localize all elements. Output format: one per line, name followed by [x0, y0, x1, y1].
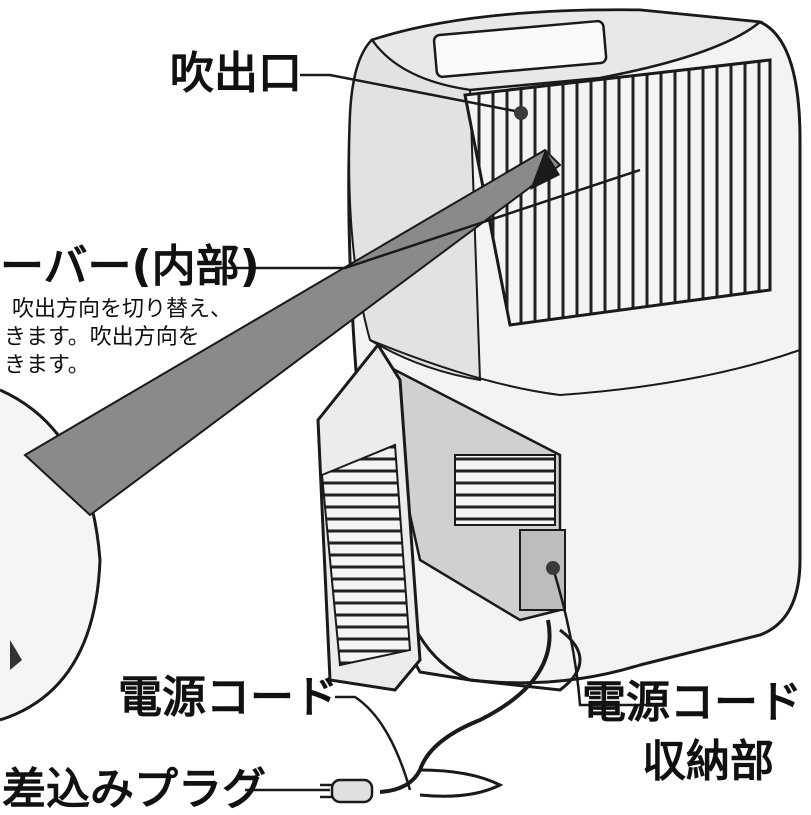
leader-cord-storage [551, 567, 650, 707]
louver-note-line2: きます。吹出方向を [4, 325, 200, 350]
louver-note-line1: 吹出方向を切り替え、 [12, 297, 233, 322]
outlet-marker [514, 106, 528, 120]
plug-label: 差込みプラグ [2, 764, 266, 815]
outlet-label: 吹出口 [170, 48, 302, 99]
lower-grille [454, 454, 556, 526]
outlet-grille [463, 58, 772, 327]
leader-power-cord [335, 695, 412, 791]
filter-cover-grille [320, 443, 412, 667]
cord-storage-marker [546, 561, 560, 575]
leader-louver [215, 168, 641, 270]
leader-outlet [300, 73, 521, 114]
plug-body [330, 778, 374, 804]
body-seam [369, 339, 801, 397]
handle-recess [432, 19, 608, 79]
power-cord [379, 619, 552, 794]
louver-marker [530, 150, 560, 190]
power-cord-loop [419, 768, 504, 798]
louver-note-line3: きます。 [4, 353, 90, 378]
cord-storage-label-line2: 収納部 [642, 736, 774, 787]
louver-label: ーバー(内部) [0, 241, 260, 292]
power-cord-label: 電源コード [118, 672, 338, 723]
zoom-arrow-right [10, 640, 22, 670]
cord-storage-label-line1: 電源コード [582, 677, 802, 728]
